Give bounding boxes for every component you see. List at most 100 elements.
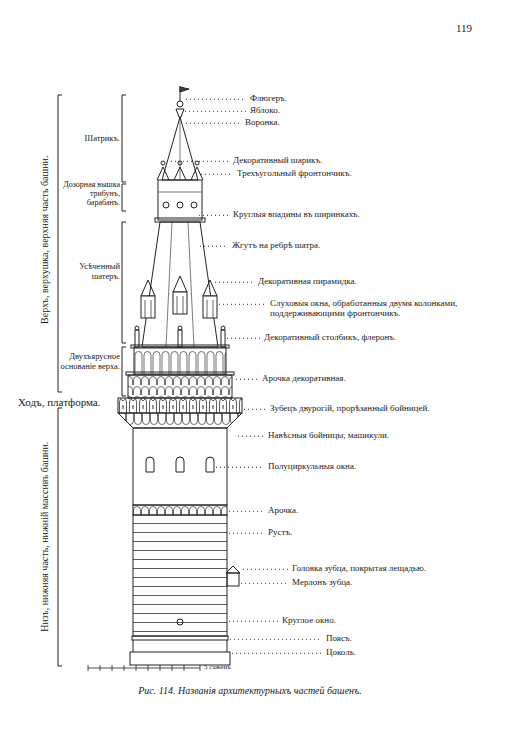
part-label: Двухъярусное основаніе верха. xyxy=(58,352,120,372)
tower-outline xyxy=(226,566,240,573)
leader-dots xyxy=(230,639,322,640)
leader-dots xyxy=(244,409,266,410)
page-number: 119 xyxy=(456,22,496,35)
tower-outline xyxy=(133,640,134,652)
part-label: Круглое окно. xyxy=(282,615,462,625)
bracket xyxy=(58,95,126,666)
part-label: Шатрикъ. xyxy=(84,134,120,144)
leader-dots xyxy=(236,379,258,380)
leader-dots xyxy=(243,569,288,570)
tower-outline xyxy=(227,640,228,652)
tower-outline xyxy=(178,326,182,330)
leader-dots xyxy=(229,621,278,622)
part-label: Жгутъ на ребрѣ шатра. xyxy=(232,240,432,250)
tower-outline xyxy=(203,296,217,318)
leader-dots xyxy=(219,304,266,305)
tower-outline xyxy=(191,202,197,208)
bracket xyxy=(122,184,126,211)
tower-outline xyxy=(118,86,242,665)
tower-outline xyxy=(162,117,198,180)
tower-outline xyxy=(157,167,203,180)
tower-outline xyxy=(161,161,165,165)
leader-dots xyxy=(238,436,264,437)
tower-outline xyxy=(132,636,228,640)
tower-outline xyxy=(173,292,187,314)
tower-outline xyxy=(145,296,213,318)
tower-outline xyxy=(134,347,226,374)
scale-bar xyxy=(88,665,200,671)
part-label: Арочка. xyxy=(268,505,418,515)
leader-dots xyxy=(201,174,233,175)
tower-outline xyxy=(178,330,182,347)
part-label: Дозорная вышка трибунъ, барабанъ. xyxy=(62,180,120,208)
tower-outline xyxy=(133,428,227,505)
tower-outline xyxy=(180,117,181,180)
scale-bar xyxy=(88,665,200,671)
figure-caption: Рис. 114. Названія архитектурныхъ частей… xyxy=(40,685,460,697)
tower-outline xyxy=(141,296,155,318)
part-label: Мерлонъ зубца. xyxy=(292,577,492,587)
tower-outline xyxy=(155,218,205,222)
bracket xyxy=(122,222,126,343)
part-label: Арочка декоративная. xyxy=(262,373,462,383)
part-label: Яблоко. xyxy=(250,105,370,115)
tower-outline xyxy=(135,326,139,330)
part-label: Декоративный столбикъ, флеронъ. xyxy=(264,332,484,342)
bracket xyxy=(58,95,62,392)
leader-dots xyxy=(216,467,264,468)
part-label: Рустъ. xyxy=(268,527,418,537)
leader-dots xyxy=(241,583,288,584)
tower-outline xyxy=(133,515,227,636)
tower-outline xyxy=(118,398,242,413)
tower-outline xyxy=(133,505,227,515)
tower-outline xyxy=(135,330,139,347)
tower-outline xyxy=(158,192,202,193)
leader-dots xyxy=(232,653,322,654)
tower-outline xyxy=(188,222,194,347)
tower-outline xyxy=(128,375,232,398)
section-label: Ходъ, платформа. xyxy=(18,396,128,409)
tower-outline xyxy=(118,413,242,428)
tower-outline xyxy=(131,345,229,348)
part-label: Усѣченный шатеръ. xyxy=(70,262,120,282)
tower-outline xyxy=(163,202,169,208)
tower-outline xyxy=(177,202,183,208)
leader-dots xyxy=(215,282,254,283)
part-label: Поясъ. xyxy=(326,633,446,643)
tower-outline xyxy=(142,222,218,347)
bracket xyxy=(122,347,126,396)
part-label: Круглыя впадины въ ширинкахъ. xyxy=(233,209,453,219)
part-label: Полуциркульныя окна. xyxy=(268,461,468,471)
part-label: Головка зубца, покрытая лещадью. xyxy=(292,563,492,573)
tower-outline xyxy=(158,180,202,220)
bracket xyxy=(122,95,126,182)
tower-outline xyxy=(221,330,225,347)
leader-dots xyxy=(229,533,264,534)
leader-dots xyxy=(167,161,229,162)
section-label: Верхъ, верхушка, верхняя часть башни. xyxy=(39,90,51,390)
part-label: Трехъугольный фронтончикъ. xyxy=(237,168,437,178)
bracket xyxy=(58,408,62,666)
part-label: Флюгеръ. xyxy=(250,93,370,103)
part-label: Зубецъ двурогій, прорѣзанный бойницей. xyxy=(270,403,490,413)
tower-outline xyxy=(177,101,183,107)
leader-dots xyxy=(227,338,260,339)
part-label: Цоколь. xyxy=(326,647,446,657)
section-label: Низъ, нижняя часть, нижній массивъ башни… xyxy=(39,387,51,687)
leader-dots xyxy=(229,511,264,512)
leader-dots xyxy=(185,111,246,112)
tower-outline xyxy=(146,457,214,472)
leader-dots xyxy=(200,246,228,247)
tower-outline xyxy=(180,87,189,92)
tower-outline xyxy=(177,619,183,625)
tower-outline xyxy=(227,573,239,586)
part-label: Навѣсныя бойницы, машикули. xyxy=(268,430,488,440)
scale-bar xyxy=(88,668,200,669)
leader-dots xyxy=(186,123,241,124)
leader-dots xyxy=(199,215,229,216)
tower-outline xyxy=(166,222,172,347)
part-label: Слуховыя окна, обработанныя двумя колонк… xyxy=(270,298,475,319)
part-label: Воронка. xyxy=(245,117,365,127)
scale-label: 5 саженъ xyxy=(204,663,264,671)
